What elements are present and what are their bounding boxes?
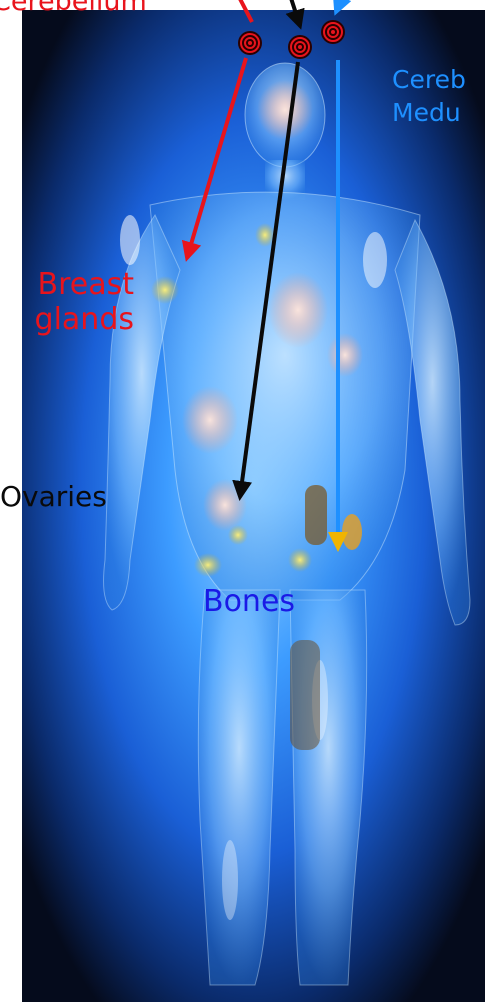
label-breast-line: Breast: [20, 268, 134, 303]
target-marker-middle: [288, 35, 312, 59]
target-marker-right: [321, 20, 345, 44]
label-medu-line: Medu: [392, 96, 466, 129]
label-cereb-medu: Cereb Medu: [392, 63, 466, 129]
label-cerebellum: Cerebellum: [0, 0, 147, 17]
label-glands-line: glands: [20, 303, 134, 338]
label-bones: Bones: [203, 585, 295, 620]
label-cereb-line: Cereb: [392, 63, 466, 96]
label-ovaries: Ovaries: [0, 481, 107, 513]
label-breast-glands: Breast glands: [20, 268, 134, 337]
target-marker-left: [238, 31, 262, 55]
